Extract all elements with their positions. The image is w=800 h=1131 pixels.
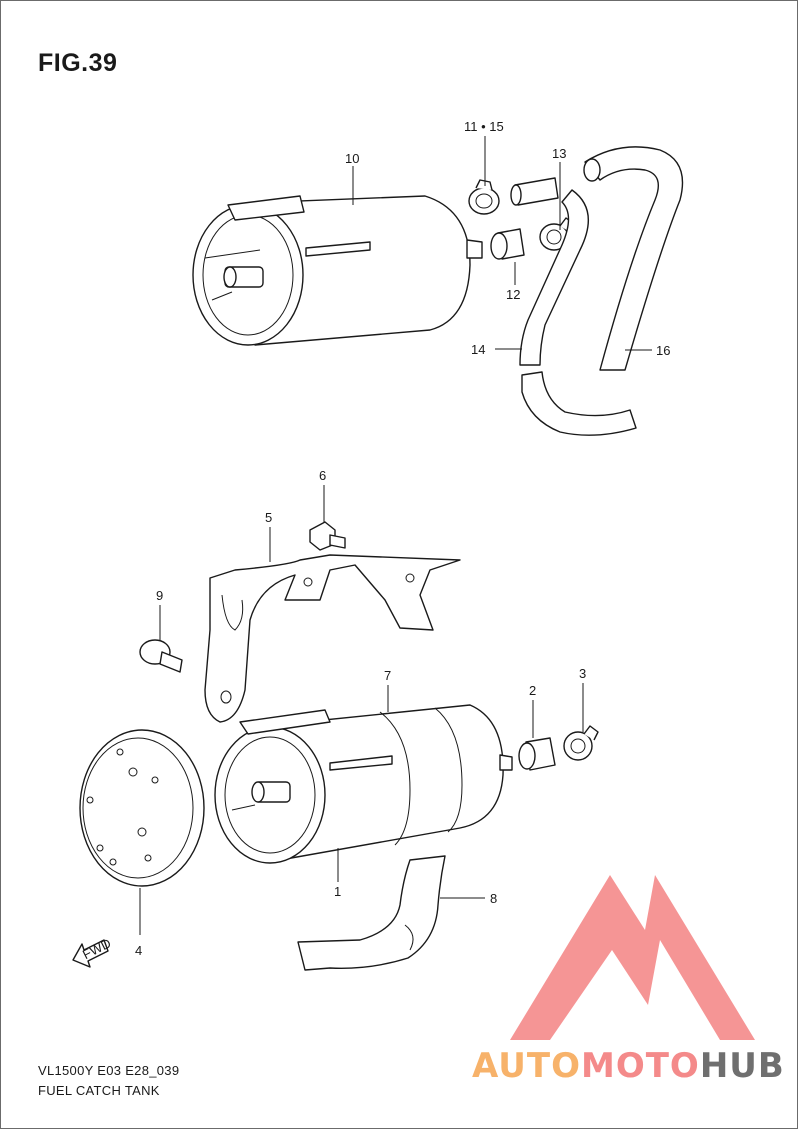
callout-9: 9 — [156, 588, 163, 603]
fwd-label: FWD — [80, 935, 113, 962]
brand-hub: HUB — [699, 1046, 785, 1086]
callout-16: 16 — [656, 343, 670, 358]
footer-code: VL1500Y E03 E28_039 — [38, 1063, 180, 1078]
brand-moto: MOTO — [580, 1046, 700, 1086]
footer-name: FUEL CATCH TANK — [38, 1083, 160, 1098]
watermark-logo-icon — [510, 875, 755, 1040]
callout-1: 1 — [334, 884, 341, 899]
end-cap-4 — [79, 729, 205, 887]
sleeve-12 — [490, 228, 525, 260]
hose-short-upper — [510, 177, 559, 206]
figure-title: FIG.39 — [38, 49, 118, 77]
callout-11-15: 11 • 15 — [464, 119, 504, 134]
watermark-brand: AUTOMOTOHUB — [472, 1046, 785, 1086]
callout-14: 14 — [471, 342, 485, 357]
callout-3: 3 — [579, 666, 586, 681]
bracket-5 — [204, 554, 461, 723]
hose-16 — [583, 146, 684, 371]
bolt-9 — [139, 639, 183, 673]
callout-6: 6 — [319, 468, 326, 483]
callout-5: 5 — [265, 510, 272, 525]
bolt-6 — [309, 521, 346, 551]
fwd-arrow-icon: FWD — [72, 935, 113, 968]
canister-lower — [214, 704, 513, 864]
canister-upper — [192, 195, 483, 346]
callout-10: 10 — [345, 151, 359, 166]
callout-2: 2 — [529, 683, 536, 698]
hose-clamp-3 — [563, 725, 599, 761]
sleeve-2 — [518, 737, 556, 771]
hose-14 — [519, 189, 637, 436]
callout-7: 7 — [384, 668, 391, 683]
hose-clamp-11-15 — [468, 179, 500, 215]
bracket-8 — [297, 855, 446, 971]
callout-4: 4 — [135, 943, 142, 958]
brand-auto: AUTO — [472, 1046, 581, 1086]
callout-13: 13 — [552, 146, 566, 161]
callout-8: 8 — [490, 891, 497, 906]
callout-12: 12 — [506, 287, 520, 302]
